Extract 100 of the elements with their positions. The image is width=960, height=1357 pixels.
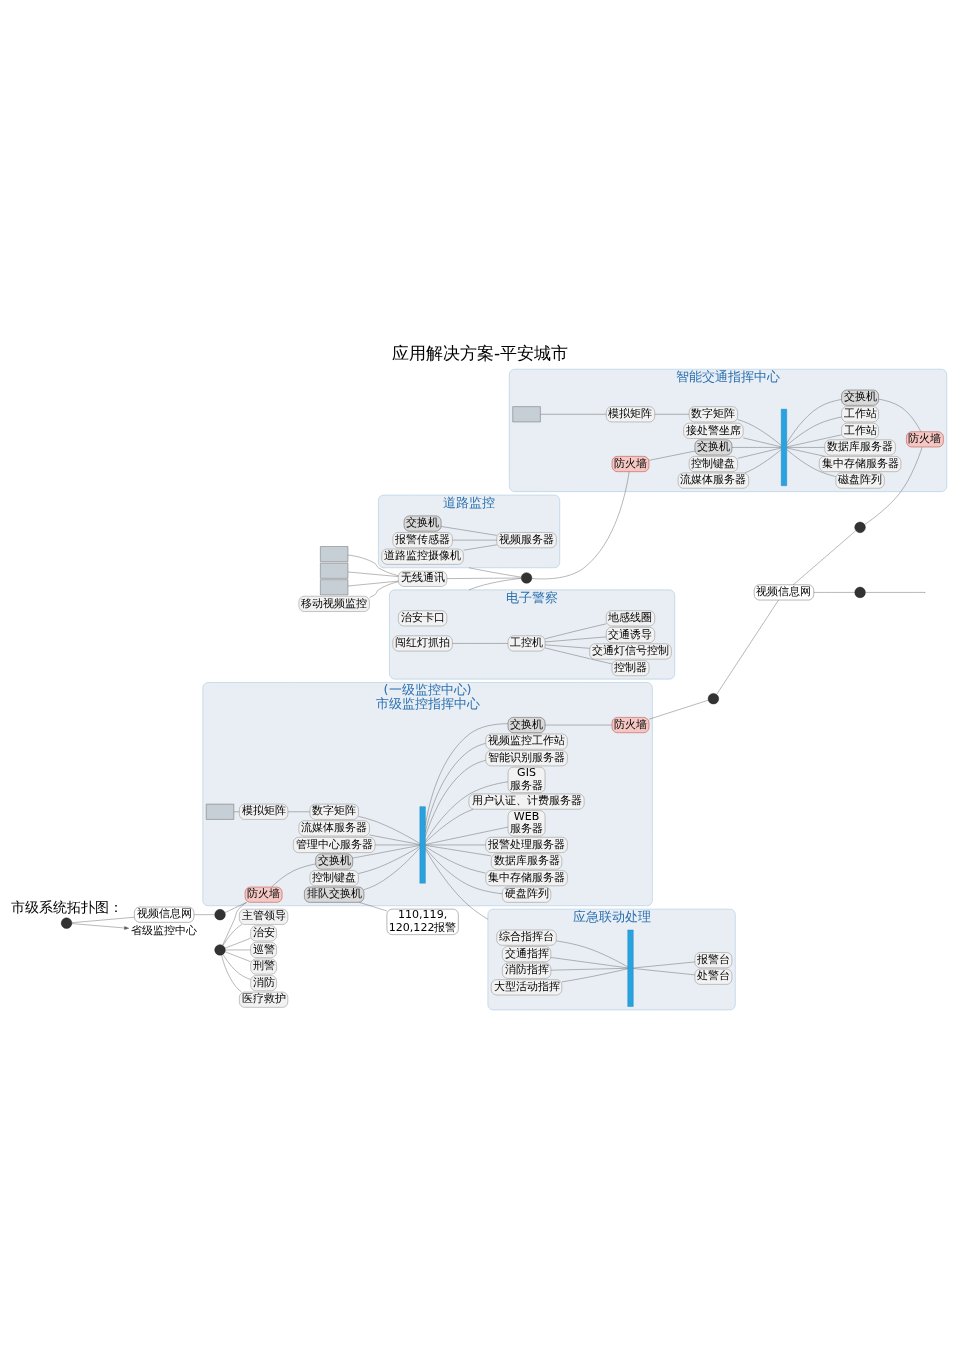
connector [425,826,509,845]
node-box: 集中存储服务器 [485,870,568,886]
node-box: 视频监控工作站 [485,733,568,750]
node-box: 流媒体服务器 [298,820,370,837]
connector [633,961,696,969]
connector [865,592,925,593]
node-box [512,406,541,423]
node-box: 道路监控摄像机 [381,548,464,565]
node-circle [707,693,719,705]
connector [71,917,135,923]
node-box: 智能识别服务器 [485,750,568,767]
connector [716,599,779,695]
node-box: WEB 服务器 [507,810,546,837]
connector [813,592,855,593]
node-box: 交通灯信号控制 [589,643,672,660]
connector [468,578,522,591]
node-box [320,546,349,562]
node-box: 交换机 [507,717,546,733]
node-box: 视频信息网 [754,584,814,601]
connector [446,577,522,579]
node-box: 地感线圈 [606,610,655,627]
node-box [320,562,349,579]
connector [786,416,842,446]
node-box: 报警台 [694,952,733,969]
connector [358,816,420,844]
node-box: 主管领导 [239,908,289,925]
connector [193,914,215,915]
node-box: 磁盘阵列 [835,472,885,489]
node-box: 综合指挥台 [496,929,557,946]
connector [440,526,497,536]
connector [540,414,607,415]
connector [224,938,251,949]
diagram-title: 应用解决方案-平安城市 [391,343,569,364]
node-box: 移动视频监控 [298,596,370,612]
node-box: 防火墙 [244,886,283,903]
node-box: 视频信息网 [134,906,195,923]
connector [786,399,842,444]
node-bar [781,408,787,486]
node-box: 交换机 [694,439,733,456]
connector [793,530,856,585]
node-box: GIS 服务器 [507,766,546,793]
connector [737,447,782,459]
node-box: 防火墙 [611,717,650,733]
connector [425,846,486,874]
connector [468,567,522,578]
node-box: 巡警 [250,942,277,958]
connector [425,743,486,833]
connector [633,968,696,976]
node-box: 数据库服务器 [491,853,563,870]
connector [786,447,825,448]
connector [369,581,399,598]
node-box: 闯红灯抓拍 [392,635,453,652]
connector [531,471,630,580]
connector [425,809,474,843]
node-box: 用户认证、计费服务器 [468,793,585,810]
label: 市级系统拓扑图： [10,899,123,916]
node-box: 交换机 [315,853,353,870]
node-box: 消防指挥 [502,962,551,979]
node-box: 大型活动指挥 [491,979,563,996]
connector [731,447,782,448]
connector [347,580,399,587]
connector [744,449,782,474]
node-box: 防火墙 [611,456,650,472]
node-box: 数字矩阵 [309,803,359,820]
node-box: 管理中心服务器 [293,837,376,853]
node-box: 控制器 [611,660,650,676]
connector [222,954,251,980]
node-box: 模拟矩阵 [239,803,289,820]
connector [352,845,420,859]
node-box: 交通诱导 [606,627,655,643]
node-box: 模拟矩阵 [606,406,655,423]
connector [359,902,388,912]
node-text: 省级监控中心 [131,923,198,937]
node-box: 数字矩阵 [688,406,738,423]
connector [561,968,628,983]
node-box: 刑警 [250,958,277,975]
connector [544,724,613,726]
node-circle [854,521,866,533]
connector [550,968,628,971]
node-box: 交换机 [841,389,879,406]
node-box: 处警台 [694,968,733,985]
node-circle [214,944,226,956]
node-box: 110,119, 120,122报警 [386,908,459,935]
node-box: 治安 [250,925,277,942]
connector [786,447,826,457]
connector [425,723,509,826]
node-box: 防火墙 [906,431,944,448]
connector [374,844,420,846]
node-box: 流媒体服务器 [677,472,749,489]
connector [224,902,247,913]
node-box: 数据库服务器 [824,439,896,456]
connector [556,940,628,968]
connector [878,398,922,432]
node-box: 控制键盘 [688,456,738,472]
node-box: 交换机 [403,515,442,532]
connector [358,846,420,874]
connector [221,954,242,993]
connector [737,419,782,446]
node-box: 报警处理服务器 [485,837,568,853]
node-box: 排队交换机 [304,886,365,903]
